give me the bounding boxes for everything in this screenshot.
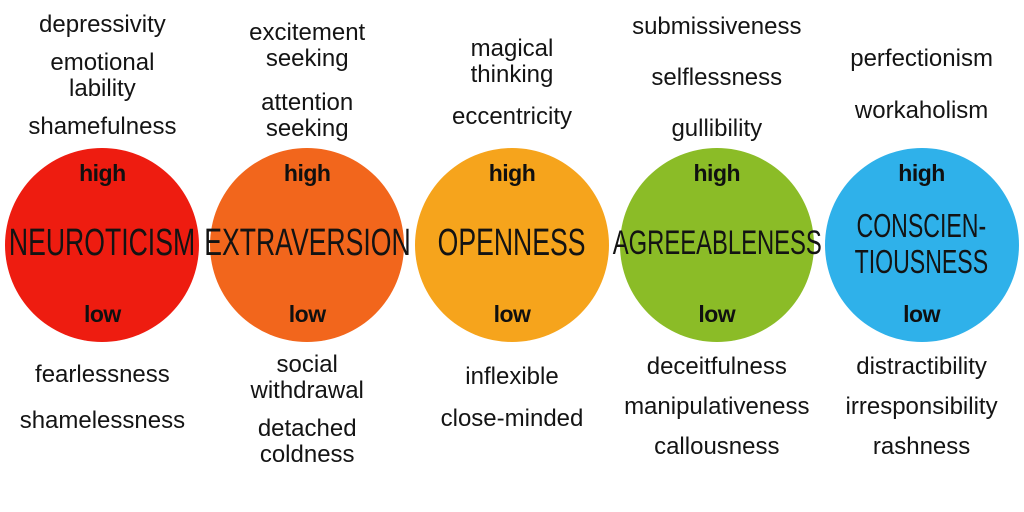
circle-container: high NEUROTICISM low	[0, 148, 205, 342]
high-traits-list: magical thinking eccentricity	[410, 0, 615, 148]
high-trait-label: shamefulness	[28, 112, 177, 140]
low-trait-label: shamelessness	[19, 406, 186, 434]
low-traits-list: deceitfulness manipulativeness callousne…	[614, 342, 819, 512]
low-trait-label: rashness	[872, 432, 971, 460]
high-traits-list: perfectionism workaholism	[819, 0, 1024, 148]
low-traits-list: distractibility irresponsibility rashnes…	[819, 342, 1024, 512]
trait-name: AGREEABLENESS	[612, 224, 822, 263]
circle-container: high CONSCIEN- TIOUSNESS low	[819, 148, 1024, 342]
high-trait-label: attention seeking	[261, 88, 354, 142]
low-marker: low	[493, 300, 531, 327]
high-trait-label: magical thinking	[470, 35, 554, 88]
high-marker: high	[898, 160, 945, 186]
high-trait-label: excitement seeking	[249, 19, 366, 72]
high-trait-label: emotional lability	[50, 48, 155, 102]
high-trait-label: depressivity	[39, 11, 166, 38]
trait-name: NEUROTICISM	[9, 222, 196, 265]
trait-column-agreeableness: submissiveness selflessness gullibility …	[612, 0, 821, 512]
high-marker: high	[488, 160, 536, 186]
high-trait-label: workaholism	[854, 96, 989, 124]
low-marker: low	[288, 300, 326, 327]
trait-circle-extraversion: high EXTRAVERSION low	[204, 148, 410, 342]
low-traits-list: social withdrawal detached coldness	[205, 342, 410, 512]
low-trait-label: manipulativeness	[624, 392, 810, 420]
trait-column-neuroticism: depressivity emotional lability shameful…	[0, 0, 205, 512]
circle-container: high EXTRAVERSION low	[204, 148, 410, 342]
trait-circle-conscientiousness: high CONSCIEN- TIOUSNESS low	[824, 148, 1019, 342]
circle-container: high OPENNESS low	[410, 148, 615, 342]
trait-circle-neuroticism: high NEUROTICISM low	[5, 148, 200, 342]
low-trait-label: detached coldness	[257, 414, 357, 468]
trait-column-conscientiousness: perfectionism workaholism high CONSCIEN-…	[819, 0, 1024, 512]
high-trait-label: perfectionism	[850, 45, 993, 72]
trait-column-openness: magical thinking eccentricity high OPENN…	[410, 0, 615, 512]
high-traits-list: depressivity emotional lability shameful…	[0, 0, 205, 148]
low-marker: low	[698, 300, 736, 327]
high-marker: high	[283, 160, 331, 186]
low-trait-label: irresponsibility	[845, 392, 998, 420]
trait-name: EXTRAVERSION	[203, 222, 411, 265]
low-trait-label: distractibility	[856, 353, 987, 380]
low-traits-list: fearlessness shamelessness	[0, 342, 205, 512]
high-traits-list: submissiveness selflessness gullibility	[614, 0, 819, 148]
high-trait-label: eccentricity	[451, 102, 573, 130]
high-trait-label: gullibility	[671, 114, 763, 142]
low-marker: low	[83, 300, 121, 327]
low-trait-label: fearlessness	[35, 361, 170, 388]
low-traits-list: inflexible close-minded	[410, 342, 615, 512]
low-trait-label: inflexible	[465, 363, 559, 390]
high-marker: high	[79, 160, 126, 186]
low-trait-label: deceitfulness	[646, 353, 787, 380]
low-trait-label: callousness	[654, 432, 780, 460]
trait-name: OPENNESS	[438, 222, 586, 265]
trait-name: CONSCIEN- TIOUSNESS	[854, 206, 989, 280]
high-trait-label: selflessness	[651, 63, 783, 91]
circle-container: high AGREEABLENESS low	[612, 148, 821, 342]
high-trait-label: submissiveness	[632, 13, 802, 40]
trait-column-extraversion: excitement seeking attention seeking hig…	[204, 0, 410, 512]
trait-circle-openness: high OPENNESS low	[414, 148, 609, 342]
low-trait-label: close-minded	[440, 404, 584, 432]
high-marker: high	[693, 160, 741, 186]
low-trait-label: social withdrawal	[250, 351, 364, 404]
trait-circle-agreeableness: high AGREEABLENESS low	[612, 148, 821, 342]
high-traits-list: excitement seeking attention seeking	[205, 0, 410, 148]
low-marker: low	[903, 301, 940, 327]
